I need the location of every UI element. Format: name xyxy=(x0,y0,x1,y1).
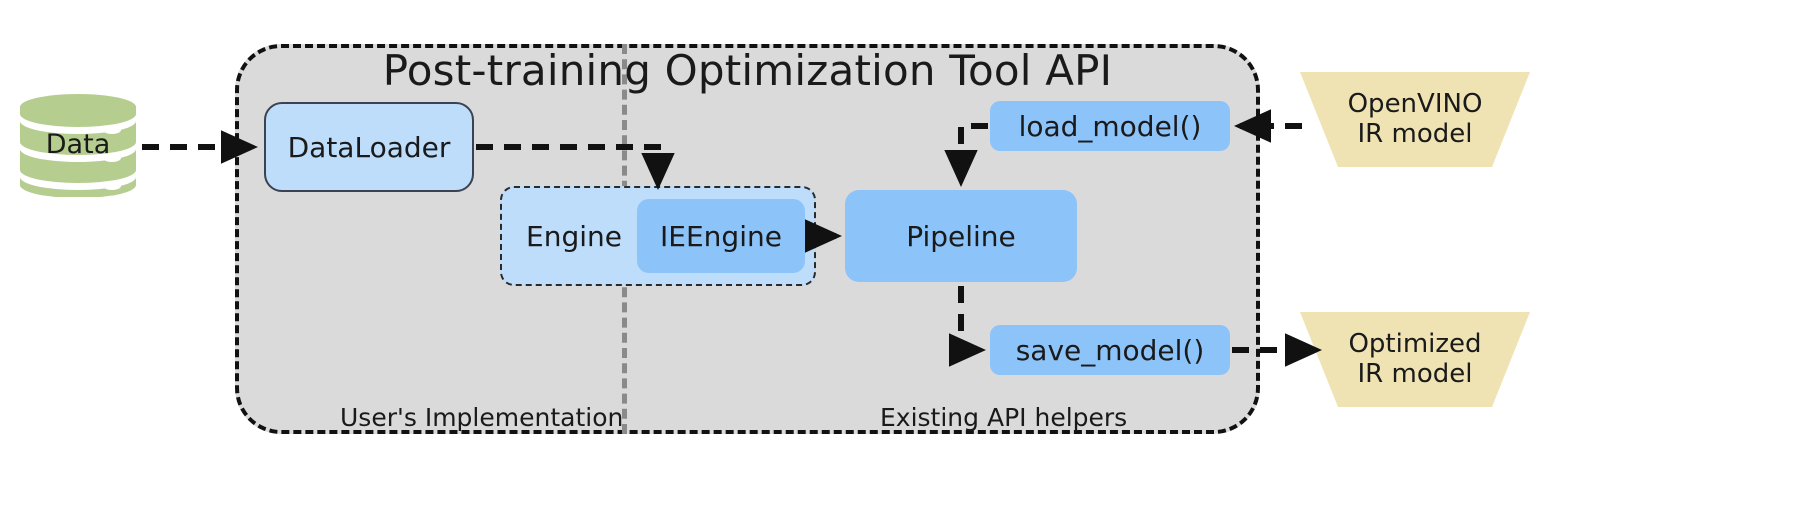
node-load-model[interactable]: load_model() xyxy=(990,101,1230,151)
node-ieengine[interactable]: IEEngine xyxy=(637,199,805,273)
data-cylinder-icon xyxy=(18,92,138,197)
artifact-optimized-line2: IR model xyxy=(1357,358,1473,389)
artifact-openvino-line1: OpenVINO xyxy=(1347,88,1483,119)
node-save-model[interactable]: save_model() xyxy=(990,325,1230,375)
node-dataloader[interactable]: DataLoader xyxy=(264,102,474,192)
artifact-openvino-ir-model[interactable]: OpenVINO IR model xyxy=(1300,72,1530,167)
artifact-optimized-line1: Optimized xyxy=(1348,328,1482,359)
node-engine-label: Engine xyxy=(526,219,622,253)
node-save-model-label: save_model() xyxy=(1015,333,1205,367)
artifact-openvino-line2: IR model xyxy=(1357,118,1473,149)
node-dataloader-label: DataLoader xyxy=(287,130,451,164)
node-pipeline[interactable]: Pipeline xyxy=(845,190,1077,282)
zone-label-existing-api-helpers: Existing API helpers xyxy=(880,403,1128,432)
node-ieengine-label: IEEngine xyxy=(660,219,782,253)
node-pipeline-label: Pipeline xyxy=(906,219,1016,253)
node-load-model-label: load_model() xyxy=(1018,109,1202,143)
artifact-optimized-ir-model[interactable]: Optimized IR model xyxy=(1300,312,1530,407)
data-label: Data xyxy=(45,129,111,160)
zone-label-user-implementation: User's Implementation xyxy=(340,403,624,432)
diagram-title: Post-training Optimization Tool API xyxy=(382,46,1113,95)
